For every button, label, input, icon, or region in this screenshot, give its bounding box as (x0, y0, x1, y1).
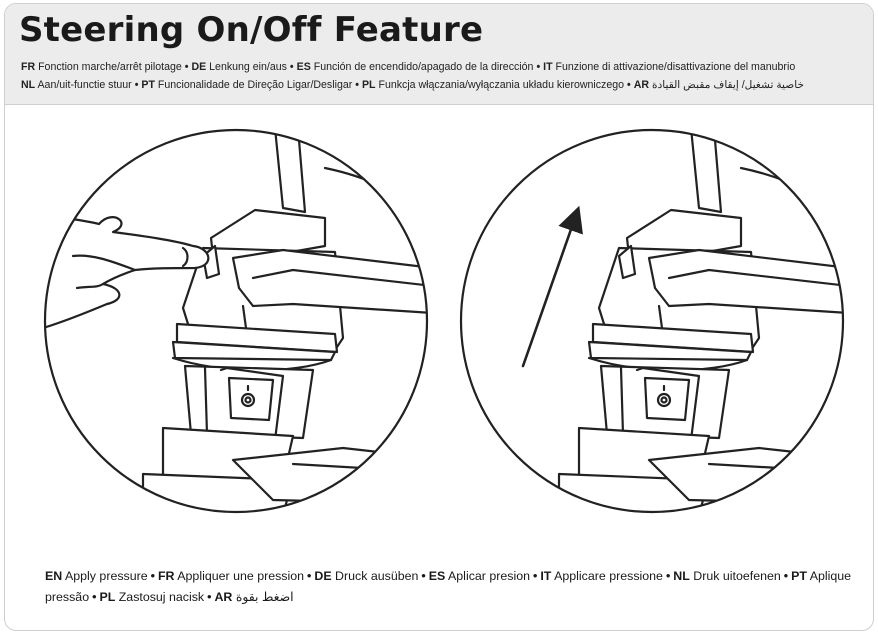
translation-text: Funzione di attivazione/disattivazione d… (555, 61, 796, 73)
language-code: DE (191, 61, 207, 73)
illustration-press-button (43, 128, 429, 514)
translation-text: خاصية تشغيل/ إيقاف مقبض القيادة (652, 79, 805, 91)
language-code: ES (296, 61, 311, 73)
language-code: NL (21, 79, 36, 91)
translation-text: Lenkung ein/aus (209, 61, 287, 73)
translation-text: Aplique pressão (45, 569, 852, 604)
separator-bullet: • (134, 79, 139, 91)
translation-text: Appliquer une pression (177, 569, 305, 583)
language-code: EN (45, 569, 63, 583)
separator-bullet: • (289, 61, 294, 73)
title-translations-line-2: NL Aan/uit-functie stuur•PT Funcionalida… (21, 79, 804, 91)
separator-bullet: • (355, 79, 359, 91)
upward-arrow-icon (521, 205, 583, 368)
separator-bullet: • (783, 569, 789, 583)
separator-bullet: • (533, 569, 538, 583)
language-code: FR (157, 569, 175, 583)
language-code: IT (543, 61, 553, 73)
translation-text: Apply pressure (64, 569, 148, 583)
separator-bullet: • (150, 569, 155, 583)
hand-pressing-button-icon (43, 128, 429, 514)
translation-text: اضغط بقوة (235, 590, 294, 604)
language-code: PL (361, 79, 376, 91)
language-code: DE (314, 569, 332, 583)
steering-column-icon (459, 128, 845, 514)
header-band: Steering On/Off Feature FR Fonction marc… (5, 4, 873, 105)
separator-bullet: • (184, 61, 189, 73)
apply-pressure-translations: EN Apply pressure•FR Appliquer une press… (45, 566, 855, 608)
translation-text: Fonction marche/arrêt pilotage (38, 61, 182, 73)
language-code: AR (214, 590, 233, 604)
language-code: PT (141, 79, 155, 91)
separator-bullet: • (421, 569, 426, 583)
translation-text: Funcionalidade de Direção Ligar/Desligar (157, 79, 353, 91)
language-code: FR (21, 61, 36, 73)
translation-text: Función de encendido/apagado de la direc… (313, 61, 534, 73)
page-title: Steering On/Off Feature (19, 10, 484, 50)
separator-bullet: • (207, 590, 212, 604)
language-code: PL (99, 590, 116, 604)
illustration-lift-up (459, 128, 845, 514)
translation-text: Zastosuj nacisk (118, 590, 205, 604)
translation-text: Aan/uit-functie stuur (37, 79, 132, 91)
language-code: NL (673, 569, 690, 583)
title-translations-line-1: FR Fonction marche/arrêt pilotage•DE Len… (21, 61, 795, 73)
translation-text: Druck ausüben (335, 569, 419, 583)
translation-text: Funkcja włączania/wyłączania układu kier… (378, 79, 625, 91)
separator-bullet: • (307, 569, 312, 583)
separator-bullet: • (627, 79, 631, 91)
instruction-card: Steering On/Off Feature FR Fonction marc… (4, 3, 874, 631)
separator-bullet: • (536, 61, 541, 73)
language-code: AR (633, 79, 650, 91)
language-code: ES (428, 569, 446, 583)
translation-text: Druk uitoefenen (693, 569, 781, 583)
language-code: PT (791, 569, 807, 583)
translation-text: Applicare pressione (554, 569, 663, 583)
separator-bullet: • (665, 569, 671, 583)
language-code: IT (540, 569, 552, 583)
translation-text: Aplicar presion (448, 569, 530, 583)
separator-bullet: • (92, 590, 97, 604)
